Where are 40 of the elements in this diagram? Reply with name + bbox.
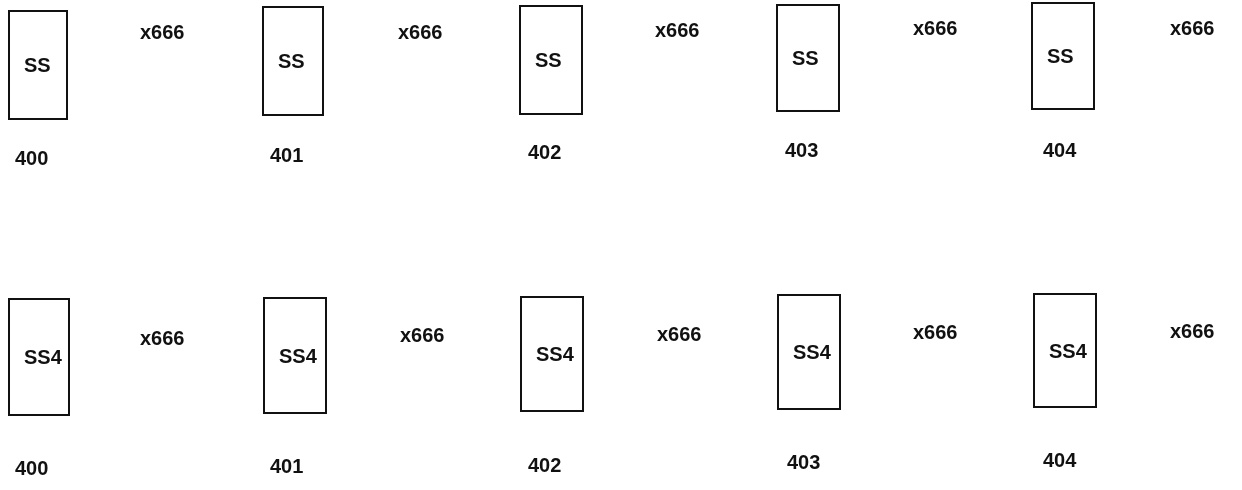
reference-number: 400 [15,148,49,168]
rectangle-box [1033,293,1097,408]
rectangle-box [520,296,584,412]
box-label: SS [535,48,562,72]
reference-number: 401 [270,456,304,476]
rectangle-box [8,10,68,120]
reference-number: 402 [528,455,562,475]
multiplier-label: x666 [1170,321,1215,341]
box-label: SS [24,53,51,77]
reference-number: 404 [1043,140,1077,160]
rectangle-box [519,5,583,115]
box-label: SS4 [1049,339,1087,362]
rectangle-box [777,294,841,410]
rectangle-box [1031,2,1095,110]
multiplier-label: x666 [913,18,958,38]
box-label: SS4 [536,342,574,366]
box-label: SS4 [24,345,62,369]
reference-number: 403 [787,452,821,472]
multiplier-label: x666 [913,322,958,342]
rectangle-box [8,298,70,416]
reference-number: 401 [270,145,304,165]
box-label: SS4 [279,344,317,367]
rectangle-box [776,4,840,112]
rectangle-box [263,297,327,414]
box-label: SS [792,46,819,70]
multiplier-label: x666 [400,325,445,345]
multiplier-label: x666 [1170,18,1215,38]
reference-number: 404 [1043,450,1077,470]
reference-number: 400 [15,458,49,478]
box-label: SS4 [793,340,831,364]
reference-number: 402 [528,142,562,162]
box-label: SS [1047,44,1074,68]
box-label: SS [278,49,305,73]
multiplier-label: x666 [140,22,185,42]
multiplier-label: x666 [655,20,700,40]
multiplier-label: x666 [140,328,185,348]
multiplier-label: x666 [657,324,702,344]
reference-number: 403 [785,140,819,160]
rectangle-box [262,6,324,116]
multiplier-label: x666 [398,22,443,42]
